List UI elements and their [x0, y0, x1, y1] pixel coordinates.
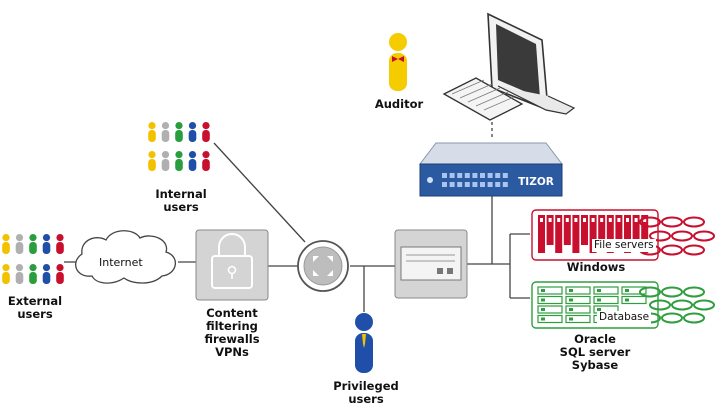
- privileged-user-person-icon: [355, 313, 373, 373]
- person-icon: [161, 122, 170, 142]
- bowtie-icon: [392, 56, 404, 62]
- internet-label: Internet: [99, 256, 143, 269]
- link-internal-router: [213, 142, 306, 243]
- network-appliance-icon: [394, 229, 468, 299]
- person-icon: [42, 234, 51, 254]
- auditor-person-icon: [389, 33, 407, 91]
- person-icon: [161, 151, 170, 171]
- computer-monitor-icon: [442, 12, 576, 121]
- database-platforms-label: Oracle SQL server Sybase: [559, 332, 631, 372]
- person-icon: [15, 234, 24, 254]
- tizor-brand: TIZOR: [518, 176, 554, 188]
- person-icon: [2, 234, 10, 254]
- cloud-icon: [75, 230, 176, 284]
- person-icon: [202, 151, 210, 171]
- person-icon: [56, 234, 64, 254]
- privileged-users-label: Privileged users: [333, 379, 399, 406]
- internal-users-icon: [148, 122, 210, 171]
- person-icon: [175, 122, 183, 142]
- person-icon: [202, 122, 210, 142]
- firewall-label: Content filtering firewalls VPNs: [204, 306, 260, 359]
- person-icon: [56, 264, 64, 284]
- windows-server-rack-icon: [531, 209, 715, 261]
- router-icon: [297, 240, 349, 292]
- windows-label: Windows: [566, 260, 626, 274]
- person-icon: [175, 151, 183, 171]
- person-icon: [188, 151, 197, 171]
- person-icon: [29, 264, 37, 284]
- connection-lines: [64, 110, 530, 312]
- person-icon: [29, 234, 37, 254]
- person-icon: [2, 264, 10, 284]
- internal-users-label: Internal users: [155, 187, 207, 214]
- auditor-label: Auditor: [374, 97, 424, 111]
- person-icon: [42, 264, 51, 284]
- person-icon: [148, 151, 156, 171]
- person-icon: [15, 264, 24, 284]
- padlock-icon: [195, 229, 269, 301]
- person-icon: [188, 122, 197, 142]
- external-users-label: External users: [7, 294, 63, 321]
- tie-icon: [362, 334, 366, 348]
- external-users-icon: [2, 234, 64, 284]
- person-icon: [148, 122, 156, 142]
- file-servers-label: File servers: [592, 239, 656, 252]
- database-label: Database: [597, 311, 652, 324]
- tizor-appliance-icon: TIZOR: [418, 142, 564, 197]
